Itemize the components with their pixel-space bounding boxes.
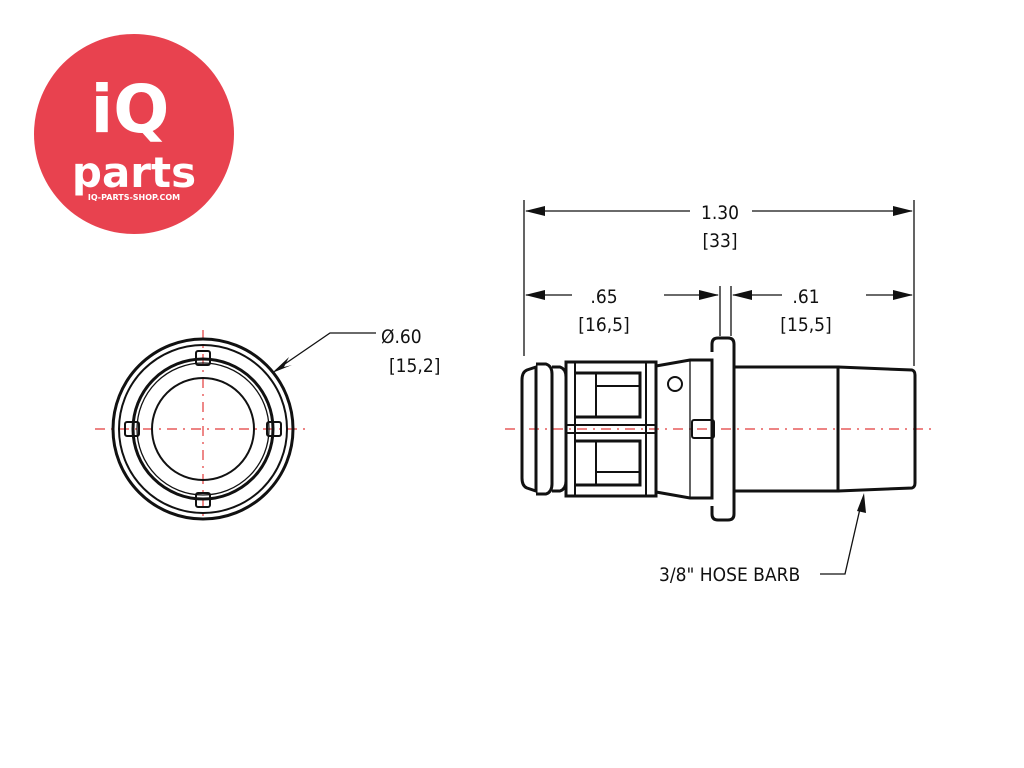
dim-overall-arrow-left <box>525 206 545 216</box>
iq-parts-logo: iQ parts IQ-PARTS-SHOP.COM <box>34 34 234 234</box>
logo-badge <box>34 34 234 234</box>
side-view-barb-cone <box>837 365 917 493</box>
end-view-bore <box>151 377 255 481</box>
end-view-diameter-leader <box>275 332 376 371</box>
side-view-neck-hole <box>667 376 683 392</box>
hose-barb-callout: 3/8" HOSE BARB <box>659 564 800 586</box>
logo-url: IQ-PARTS-SHOP.COM <box>88 193 180 202</box>
end-view-leader-arrowhead <box>272 357 292 373</box>
dim-left-arrow-a <box>525 290 545 300</box>
end-view-lug-left <box>124 421 140 437</box>
end-view-outer-ring-inner <box>118 344 288 514</box>
end-view: Ø.60 [15,2] <box>95 326 440 521</box>
end-view-outer-ring <box>111 337 295 521</box>
side-view-nose <box>520 364 538 494</box>
end-view-flange <box>131 357 275 501</box>
end-view-lug-right <box>266 421 282 437</box>
dim-left-arrow-b <box>699 290 719 300</box>
end-view-diameter-mm: [15,2] <box>389 355 440 377</box>
dim-left-mm: [16,5] <box>578 314 629 336</box>
dim-overall-mm: [33] <box>702 230 737 252</box>
end-view-lug-bottom <box>195 492 211 508</box>
side-view-neck <box>655 358 714 500</box>
end-view-flange-inner <box>136 362 270 496</box>
side-view-barb-shank <box>732 365 840 493</box>
side-view-latch-lower <box>575 439 642 487</box>
end-view-lug-top <box>195 350 211 366</box>
side-view-neck-lug <box>691 419 715 439</box>
logo-mark: iQ <box>91 71 170 148</box>
dim-right-arrow-a <box>732 290 752 300</box>
end-view-diameter-in: Ø.60 <box>381 326 422 348</box>
side-view: 1.30 [33] .65 [16,5] .61 [15,5] 3/8" HOS… <box>505 200 935 586</box>
hose-barb-leader <box>820 499 863 575</box>
logo-word: parts <box>72 148 196 197</box>
side-view-oring-1 <box>536 362 554 496</box>
dim-overall-arrow-right <box>893 206 913 216</box>
dim-right-mm: [15,5] <box>780 314 831 336</box>
dim-overall-in: 1.30 <box>701 202 739 224</box>
hose-barb-leader-arrow <box>857 493 866 513</box>
dim-left-in: .65 <box>590 286 617 308</box>
dim-right-in: .61 <box>792 286 819 308</box>
side-view-body <box>564 360 658 498</box>
dim-right-arrow-b <box>893 290 913 300</box>
side-view-latch-upper <box>575 371 642 419</box>
